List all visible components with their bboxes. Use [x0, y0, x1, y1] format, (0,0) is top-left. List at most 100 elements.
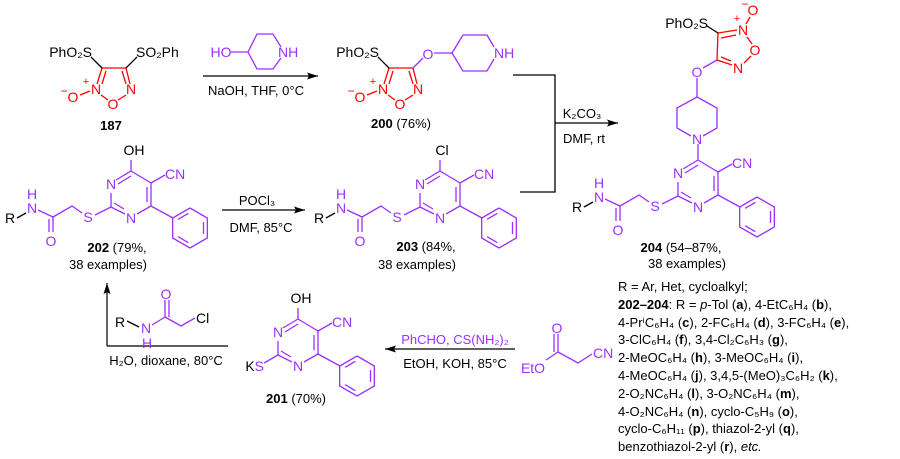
substituent-text: p [692, 421, 701, 437]
n-oxide-nitrogen: N [378, 81, 388, 97]
amide-hydrogen: H [594, 175, 604, 191]
hydroxy-group: OH [124, 142, 145, 158]
ring-nitrogen: N [415, 176, 425, 192]
compound-yield: (54–87%, [662, 240, 721, 255]
bond [377, 56, 390, 69]
positive-charge: + [370, 76, 376, 88]
bond [125, 56, 138, 69]
substituent-text: e [834, 314, 842, 330]
bond [743, 55, 752, 64]
substituent-list: R = Ar, Het, cycloalkyl;202–204: R = p-T… [618, 278, 849, 456]
bond [125, 67, 131, 85]
bond [126, 320, 140, 328]
substituent-text: 2-O₂NC₆H₄ ( [618, 385, 692, 401]
amide-hydrogen: H [142, 335, 152, 351]
arrowhead [607, 119, 618, 127]
bond [439, 170, 461, 184]
amide-hydrogen: H [27, 186, 37, 202]
arrowhead [385, 345, 396, 353]
r-group: R [5, 210, 15, 226]
cyano-group: CN [332, 314, 352, 330]
reagent-above: POCl₃ [239, 193, 275, 208]
bond [717, 163, 733, 173]
phenylsulfonyl-group: PhO₂S [336, 44, 379, 60]
bond [325, 212, 336, 219]
bond [403, 206, 421, 216]
bond [696, 96, 718, 137]
compound-label: 202 (79%, [87, 240, 146, 255]
bond [282, 318, 299, 329]
substituent-text: ), [829, 367, 838, 383]
ring-nitrogen: N [693, 199, 703, 215]
ring-nitrogen: N [435, 210, 445, 226]
bond [90, 56, 103, 69]
arrow-step-2 [222, 206, 305, 214]
bond [408, 70, 414, 85]
sulfur-atom: S [83, 209, 92, 225]
bond [746, 36, 753, 45]
ethoxy-group: EtO [521, 360, 545, 376]
compound-yield: (84%, [418, 239, 456, 254]
bond [263, 354, 279, 364]
hydroxy-group: HO [211, 44, 232, 60]
bond [136, 205, 152, 215]
bond [717, 194, 741, 208]
substituent-text: ), 2-FC₆H₄ ( [689, 314, 758, 330]
ring-nitrogen: N [733, 60, 743, 76]
bond [422, 202, 434, 210]
bond [720, 56, 732, 62]
bond [706, 25, 719, 34]
bond [387, 94, 396, 101]
bond [79, 90, 91, 96]
compound-note: 38 examples) [69, 257, 147, 272]
compound-label: 200 (76%) [371, 116, 431, 131]
compound-note: 38 examples) [378, 257, 456, 272]
bond [130, 170, 152, 184]
ring-oxygen: O [108, 96, 119, 112]
bond [164, 316, 196, 327]
substituent-text: p [700, 296, 708, 312]
bond [459, 174, 475, 184]
compound-number: 201 [266, 391, 288, 406]
substituent-text: m [779, 385, 792, 401]
ring-bond [481, 207, 517, 249]
compound-number: 204 [641, 240, 663, 255]
substituent-text: ), 3-MeOC₆H₄ ( [702, 350, 792, 366]
phenyl-ring [739, 196, 775, 238]
substituent-text: 202–204 [618, 296, 669, 312]
bond [151, 316, 166, 326]
substituent-text: ), [795, 350, 804, 366]
reaction-step-2: POCl₃ DMF, 85°C [222, 193, 305, 235]
conditions-below: EtOH, KOH, 85°C [403, 356, 506, 371]
substituent-text: ), [789, 403, 798, 419]
bond [716, 59, 733, 66]
conditions-below: DMF, 85°C [230, 220, 293, 235]
bond [317, 353, 341, 367]
piperidine-nitrogen: N [692, 131, 702, 147]
bond [150, 205, 174, 219]
arrowhead [103, 283, 111, 294]
bond [303, 353, 319, 363]
amine-nh: NH [494, 45, 514, 61]
compound-label: 203 (84%, [396, 239, 455, 254]
bond [113, 202, 125, 210]
ring-bond [172, 207, 208, 249]
ring-nitrogen: N [126, 81, 136, 97]
ring-nitrogen: N [673, 165, 683, 181]
double-bond [344, 384, 356, 392]
carbonyl-oxygen: O [161, 286, 172, 302]
bond [388, 70, 394, 85]
substituent-line: 4-PrⁱC₆H₄ (c), 2-FC₆H₄ (d), 3-FC₆H₄ (e), [618, 314, 849, 332]
cyano-group: CN [474, 166, 494, 182]
double-bond [177, 212, 189, 220]
amide-nitrogen: N [27, 200, 37, 216]
